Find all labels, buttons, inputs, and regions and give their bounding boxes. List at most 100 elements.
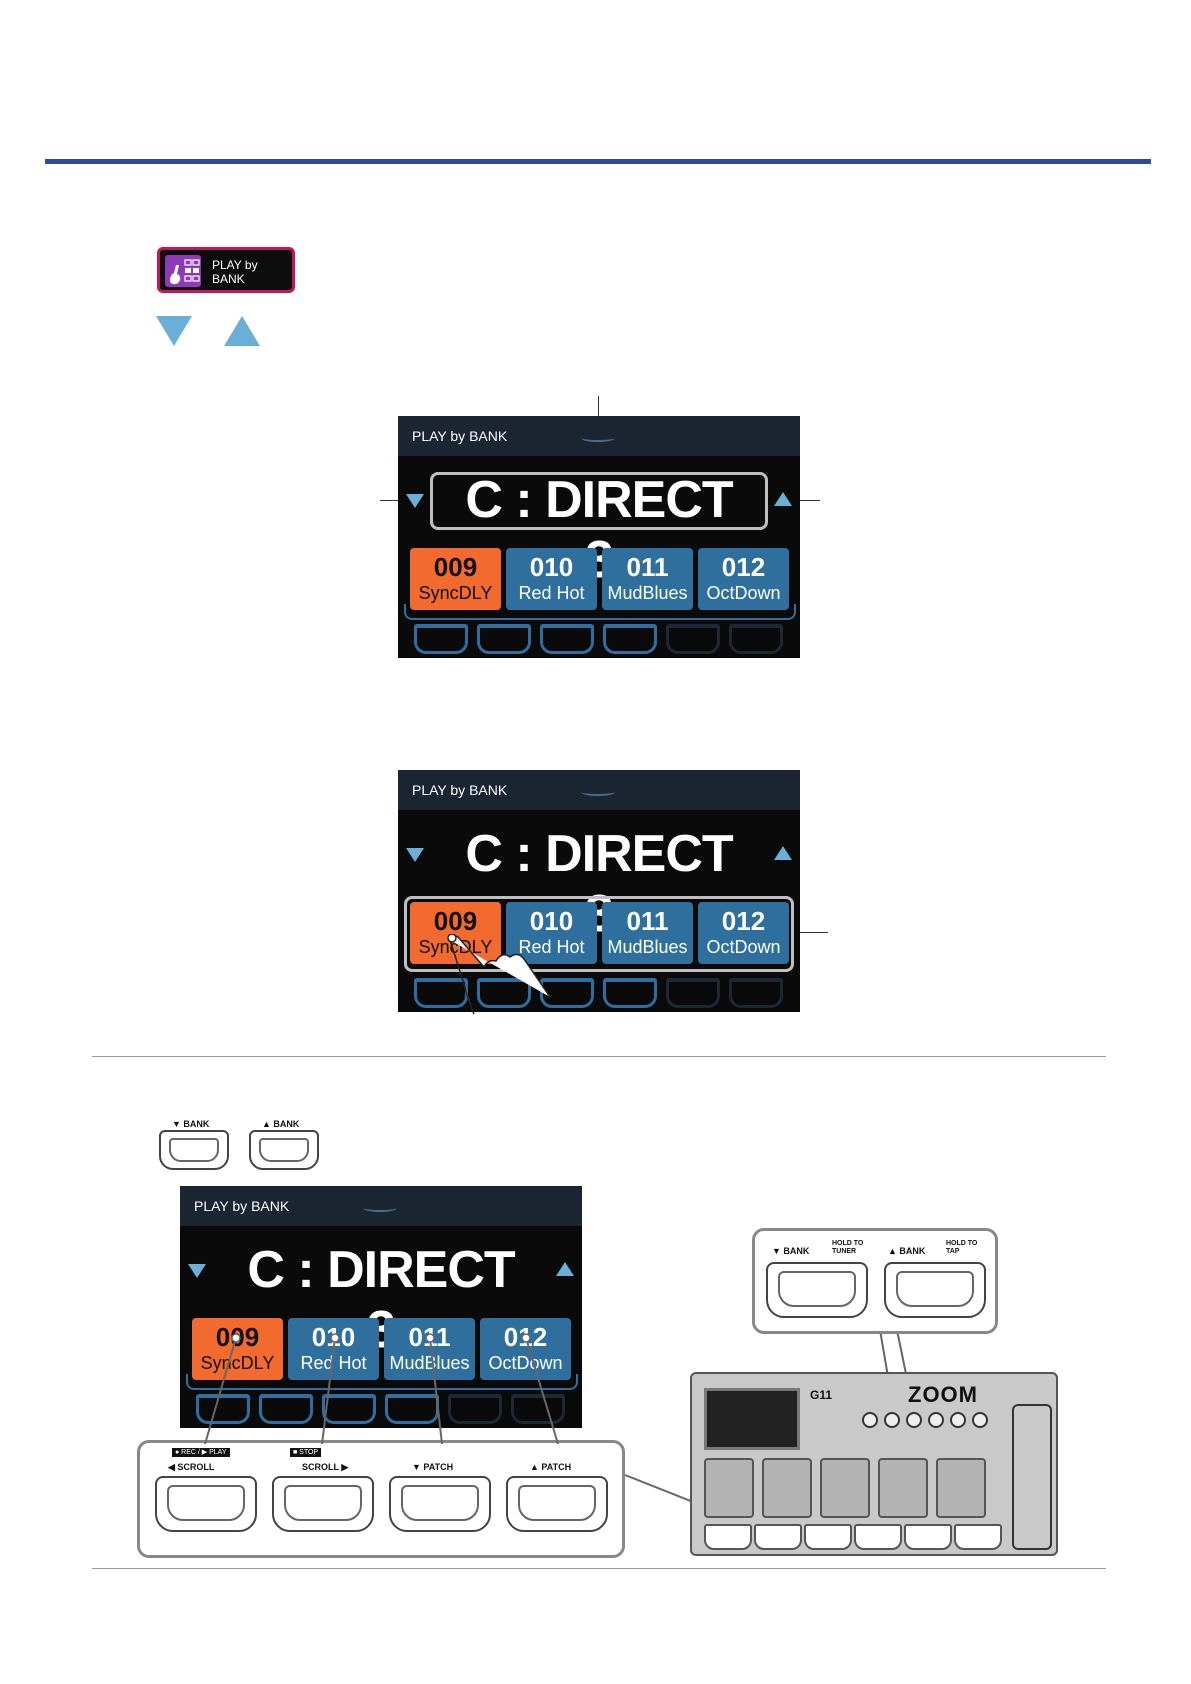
chevron-down-icon[interactable] — [363, 1204, 397, 1212]
device-model: G11 — [810, 1388, 833, 1402]
section-divider — [92, 1568, 1106, 1569]
footswitch-icon — [666, 978, 720, 1008]
bank-down-arrow-icon[interactable] — [188, 1264, 206, 1278]
guitar-grid-icon — [165, 255, 201, 287]
device-footswitch[interactable] — [704, 1524, 752, 1550]
stop-badge: ■ STOP — [290, 1448, 322, 1457]
footswitch-icon — [729, 624, 783, 654]
device-bank-up-footswitch[interactable] — [884, 1262, 986, 1318]
multi-effects-device: G11 ZOOM — [690, 1372, 1058, 1556]
scroll-right-footswitch[interactable] — [272, 1476, 374, 1532]
device-lcd — [704, 1388, 800, 1450]
chevron-down-icon[interactable] — [581, 434, 615, 442]
screen-title-bar: PLAY by BANK — [398, 416, 800, 456]
patch-up-footswitch[interactable] — [506, 1476, 608, 1532]
footswitch-icon — [196, 1394, 250, 1424]
device-side-logo-panel — [1012, 1404, 1052, 1550]
footswitch-icon — [414, 624, 468, 654]
bank-name[interactable]: C : DIRECT 3 — [465, 471, 733, 589]
device-footswitch[interactable] — [954, 1524, 1002, 1550]
tapping-hand-icon — [447, 934, 551, 1015]
effect-module — [936, 1458, 986, 1518]
knob-icon[interactable] — [972, 1412, 988, 1428]
device-bank-down-footswitch[interactable] — [766, 1262, 868, 1318]
bank-up-footswitch[interactable] — [249, 1130, 319, 1170]
device-footswitch[interactable] — [804, 1524, 852, 1550]
bank-up-arrow-icon[interactable] — [774, 846, 792, 860]
footswitch-icon — [540, 978, 594, 1008]
footswitch-icon — [603, 978, 657, 1008]
header-rule — [45, 159, 1151, 164]
bank-name[interactable]: C : DIRECT 3 — [465, 825, 733, 943]
triangle-up-icon[interactable] — [224, 316, 260, 346]
footswitch-icon — [540, 624, 594, 654]
effect-module — [820, 1458, 870, 1518]
scroll-left-label: ◀ SCROLL — [168, 1462, 215, 1472]
effect-module — [878, 1458, 928, 1518]
device-footswitch[interactable] — [754, 1524, 802, 1550]
device-footswitch[interactable] — [904, 1524, 952, 1550]
patch-list-highlight — [404, 896, 794, 972]
effect-module — [704, 1458, 754, 1518]
screen-title: PLAY by BANK — [194, 1198, 290, 1214]
scroll-left-footswitch[interactable] — [155, 1476, 257, 1532]
triangle-down-icon[interactable] — [156, 316, 192, 346]
bank-up-arrow-icon[interactable] — [556, 1262, 574, 1276]
callout-line — [796, 932, 828, 933]
effect-module — [762, 1458, 812, 1518]
scroll-right-label: SCROLL ▶ — [302, 1462, 349, 1472]
screen-title: PLAY by BANK — [412, 782, 508, 798]
knob-icon[interactable] — [928, 1412, 944, 1428]
screen-title-bar: PLAY by BANK — [180, 1186, 582, 1226]
bank-down-arrow-icon[interactable] — [406, 848, 424, 862]
section-divider — [92, 1056, 1106, 1057]
bank-down-arrow-icon[interactable] — [406, 494, 424, 508]
screen-title: PLAY by BANK — [412, 428, 508, 444]
bank-down-switch-label: ▼ BANK — [172, 1119, 210, 1129]
footswitch-icon — [448, 1394, 502, 1424]
device-bank-up-label: ▲ BANK — [888, 1246, 926, 1256]
device-footswitch[interactable] — [854, 1524, 902, 1550]
chevron-down-icon[interactable] — [581, 788, 615, 796]
knob-icon[interactable] — [884, 1412, 900, 1428]
screen-title-bar: PLAY by BANK — [398, 770, 800, 810]
footswitch-icon — [603, 624, 657, 654]
footswitch-icon — [322, 1394, 376, 1424]
patch-up-label: ▲ PATCH — [530, 1462, 572, 1472]
device-bank-down-label: ▼ BANK — [772, 1246, 810, 1256]
bank-name-highlight — [430, 472, 768, 530]
bank-up-switch-label: ▲ BANK — [262, 1119, 300, 1129]
callout-line — [784, 500, 820, 501]
patch-bracket — [186, 1374, 578, 1390]
patch-down-footswitch[interactable] — [389, 1476, 491, 1532]
rec-play-badge: ● REC / ▶ PLAY — [172, 1448, 230, 1457]
knob-icon[interactable] — [862, 1412, 878, 1428]
patch-bracket — [404, 604, 796, 620]
bank-down-footswitch[interactable] — [159, 1130, 229, 1170]
footswitch-icon — [477, 624, 531, 654]
bank-up-arrow-icon[interactable] — [774, 492, 792, 506]
device-brand-logo: ZOOM — [908, 1382, 978, 1407]
footswitch-icon — [666, 624, 720, 654]
knob-icon[interactable] — [950, 1412, 966, 1428]
footswitch-icon — [729, 978, 783, 1008]
knob-icon[interactable] — [906, 1412, 922, 1428]
footswitch-icon — [511, 1394, 565, 1424]
